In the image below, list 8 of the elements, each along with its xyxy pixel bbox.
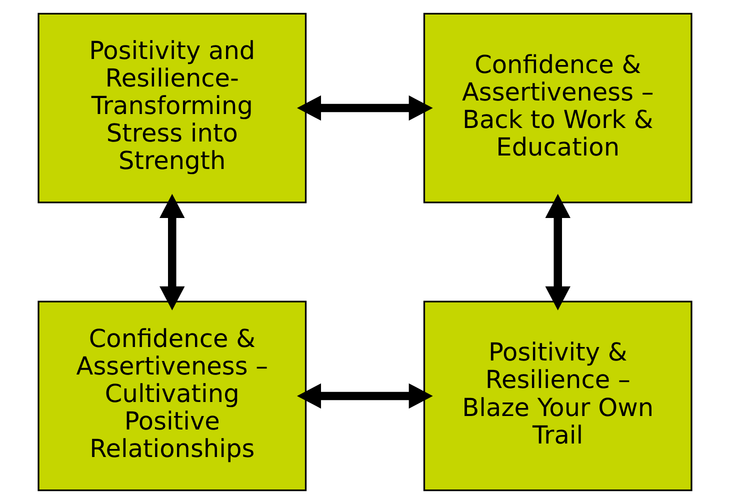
arrow: [296, 95, 432, 121]
node-box: Positivity & Resilience – Blaze Your Own Trail: [422, 300, 692, 492]
node-box: Confidence & Assertiveness – Back to Work & Education: [422, 12, 692, 204]
node-box: Confidence & Assertiveness – Cultivating Positive Relationships: [37, 300, 306, 492]
node-box: Positivity and Resilience- Transforming Stress into Strength: [37, 12, 306, 204]
arrow: [159, 194, 184, 310]
arrow: [544, 194, 570, 310]
arrow: [296, 383, 432, 409]
